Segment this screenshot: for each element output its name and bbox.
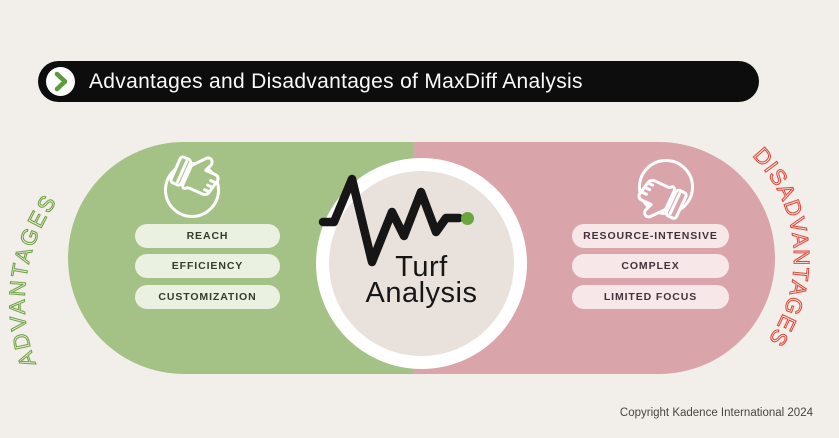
copyright-text: Copyright Kadence International 2024	[619, 407, 813, 419]
disadvantage-item-limited-focus: LIMITED FOCUS	[572, 285, 729, 309]
advantage-item-efficiency: EFFICIENCY	[135, 254, 280, 278]
advantage-item-reach: REACH	[135, 224, 280, 248]
chevron-badge	[46, 67, 75, 96]
advantage-item-customization: CUSTOMIZATION	[135, 285, 280, 309]
advantages-side-label-text: ADVANTAGES	[4, 191, 60, 370]
logo-wordmark: Turf Analysis	[316, 251, 527, 309]
header-banner: Advantages and Disadvantages of MaxDiff …	[38, 61, 759, 102]
chevron-right-icon	[54, 71, 68, 92]
advantages-side-label: ADVANTAGES	[4, 190, 61, 371]
disadvantage-item-resource-intensive: RESOURCE-INTENSIVE	[572, 224, 729, 248]
logo-line1: Turf	[395, 251, 448, 283]
page-title: Advantages and Disadvantages of MaxDiff …	[89, 69, 583, 93]
logo-line2: Analysis	[365, 277, 478, 309]
disadvantage-item-complex: COMPLEX	[572, 254, 729, 278]
